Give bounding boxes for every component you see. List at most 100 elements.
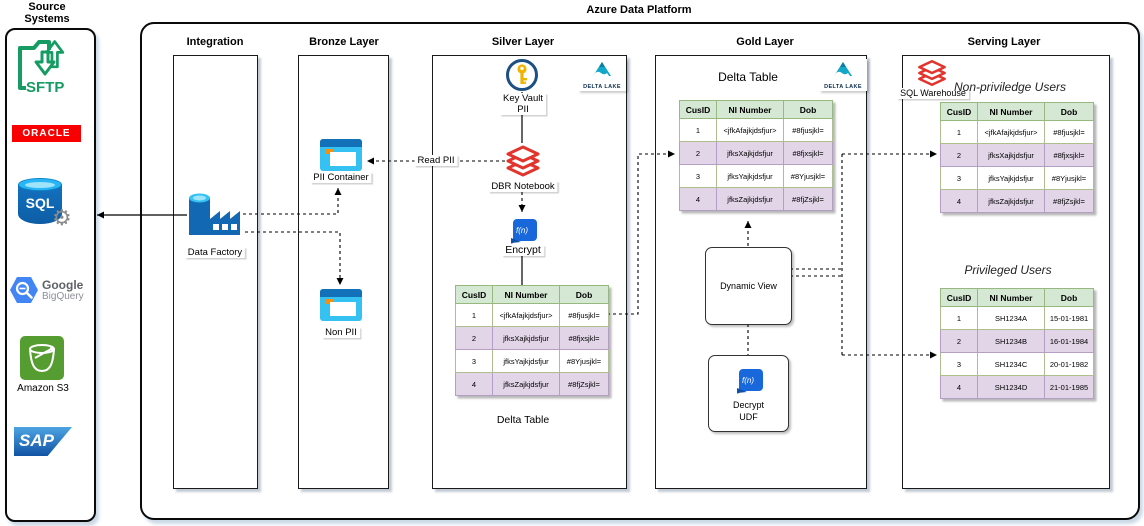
table-cell: #8fjZsjkl=	[1044, 189, 1094, 213]
decrypt-fn-text: f(n)	[742, 376, 754, 385]
table-cell: jfksZajkjdsfjur	[492, 372, 560, 396]
table-cell: 2	[940, 329, 978, 353]
bigquery-icon	[10, 277, 38, 303]
delta-lake-triangle-icon-gold	[834, 62, 852, 76]
sql-database-icon: SQL	[18, 178, 62, 228]
encrypt-function-icon: f(n)	[511, 219, 537, 244]
integration-layer-title: Integration	[186, 36, 244, 48]
table-cell: SH1234D	[977, 375, 1045, 399]
key-vault-icon	[506, 59, 538, 91]
table-cell: 3	[679, 164, 717, 188]
table-cell: #8fjusjkl=	[559, 303, 609, 327]
table-cell: 21-01-1985	[1044, 375, 1094, 399]
table-cell: <jfkAfajkjdsfjur>	[716, 118, 784, 142]
table-cell: 2	[455, 326, 493, 350]
table-header-cell: CusID	[679, 100, 717, 119]
table-cell: 4	[940, 375, 978, 399]
delta-lake-logo-gold: DELTA LAKE	[819, 59, 867, 91]
amazon-s3-icon	[20, 336, 64, 380]
dynamic-view-label: Dynamic View	[720, 281, 777, 291]
non-pii-label: Non PII	[322, 327, 360, 338]
table-cell: 3	[940, 352, 978, 376]
gold-layer-title: Gold Layer	[736, 36, 794, 48]
table-row: 1<jfkAfajkjdsfjur>#8fjusjkl=	[940, 120, 1094, 144]
dbr-notebook-label: DBR Notebook	[488, 181, 558, 192]
key-vault-label: Key Vault PII	[500, 93, 546, 115]
table-cell: <jfkAfajkjdsfjur>	[492, 303, 560, 327]
delta-lake-logo-text-gold: DELTA LAKE	[824, 84, 862, 90]
pii-container-icon	[320, 139, 362, 171]
sql-warehouse-label: SQL Warehouse	[897, 88, 969, 99]
table-cell: jfksYajkjdsfjur	[716, 164, 784, 188]
table-cell: 1	[940, 120, 978, 144]
table-header-cell: NI Number	[977, 102, 1045, 121]
table-cell: 16-01-1984	[1044, 329, 1094, 353]
table-header-cell: Dob	[783, 100, 833, 119]
serving-layer-title: Serving Layer	[967, 36, 1041, 48]
table-header-cell: Dob	[1044, 102, 1094, 121]
table-cell: #8fjxsjkl=	[559, 326, 609, 350]
sftp-label: SFTP	[26, 79, 64, 96]
table-cell: #8Yjusjkl=	[559, 349, 609, 373]
table-cell: jfksZajkjdsfjur	[716, 187, 784, 211]
integration-layer-box	[173, 55, 258, 489]
table-row: 1<jfkAfajkjdsfjur>#8fjusjkl=	[679, 118, 833, 142]
encrypt-fn-text: f(n)	[516, 226, 528, 235]
dynamic-view-node: Dynamic View	[705, 247, 792, 325]
sql-cylinder-top	[18, 178, 62, 191]
table-cell: 2	[940, 143, 978, 167]
table-header-cell: NI Number	[977, 288, 1045, 307]
table-cell: #8Yjusjkl=	[1044, 166, 1094, 190]
decrypt-function-icon: f(n)	[736, 369, 763, 394]
table-cell: jfksYajkjdsfjur	[977, 166, 1045, 190]
table-row: 1<jfkAfajkjdsfjur>#8fjusjkl=	[455, 303, 609, 327]
delta-lake-logo-silver: DELTA LAKE	[578, 59, 626, 91]
table-cell: jfksYajkjdsfjur	[492, 349, 560, 373]
gold-delta-table-title: Delta Table	[718, 70, 778, 84]
delta-lake-logo-text-silver: DELTA LAKE	[583, 84, 621, 90]
table-header-cell: CusID	[940, 102, 978, 121]
table-cell: jfksXajkjdsfjur	[716, 141, 784, 165]
data-factory-icon	[189, 193, 240, 235]
table-header-cell: CusID	[940, 288, 978, 307]
silver-layer-title: Silver Layer	[491, 36, 555, 48]
non-privileged-users-title: Non-priviledge Users	[953, 80, 1067, 94]
bronze-layer-box	[298, 55, 389, 489]
delta-lake-triangle-icon	[593, 62, 611, 76]
table-header-cell: NI Number	[716, 100, 784, 119]
bigquery-label: BigQuery	[42, 291, 84, 302]
silver-delta-table-caption: Delta Table	[496, 414, 550, 426]
read-pii-edge-label: Read PII	[414, 155, 458, 166]
sql-warehouse-icon	[918, 59, 946, 87]
oracle-logo: ORACLE	[12, 125, 81, 142]
table-cell: 1	[940, 306, 978, 330]
table-cell: <jfkAfajkjdsfjur>	[977, 120, 1045, 144]
table-cell: 3	[940, 166, 978, 190]
table-cell: 1	[455, 303, 493, 327]
table-cell: SH1234C	[977, 352, 1045, 376]
table-header-cell: CusID	[455, 285, 493, 304]
table-cell: 1	[679, 118, 717, 142]
dbr-notebook-icon	[506, 145, 540, 177]
table-cell: #8fjxsjkl=	[1044, 143, 1094, 167]
table-header-cell: Dob	[559, 285, 609, 304]
encrypt-label: Encrypt	[502, 245, 544, 256]
gear-icon: ⚙	[52, 205, 72, 230]
table-cell: #8Yjusjkl=	[783, 164, 833, 188]
bronze-layer-title: Bronze Layer	[309, 36, 379, 48]
amazon-s3-label: Amazon S3	[17, 383, 69, 394]
decrypt-udf-label: Decrypt UDF	[732, 400, 764, 422]
table-cell: 15-01-1981	[1044, 306, 1094, 330]
